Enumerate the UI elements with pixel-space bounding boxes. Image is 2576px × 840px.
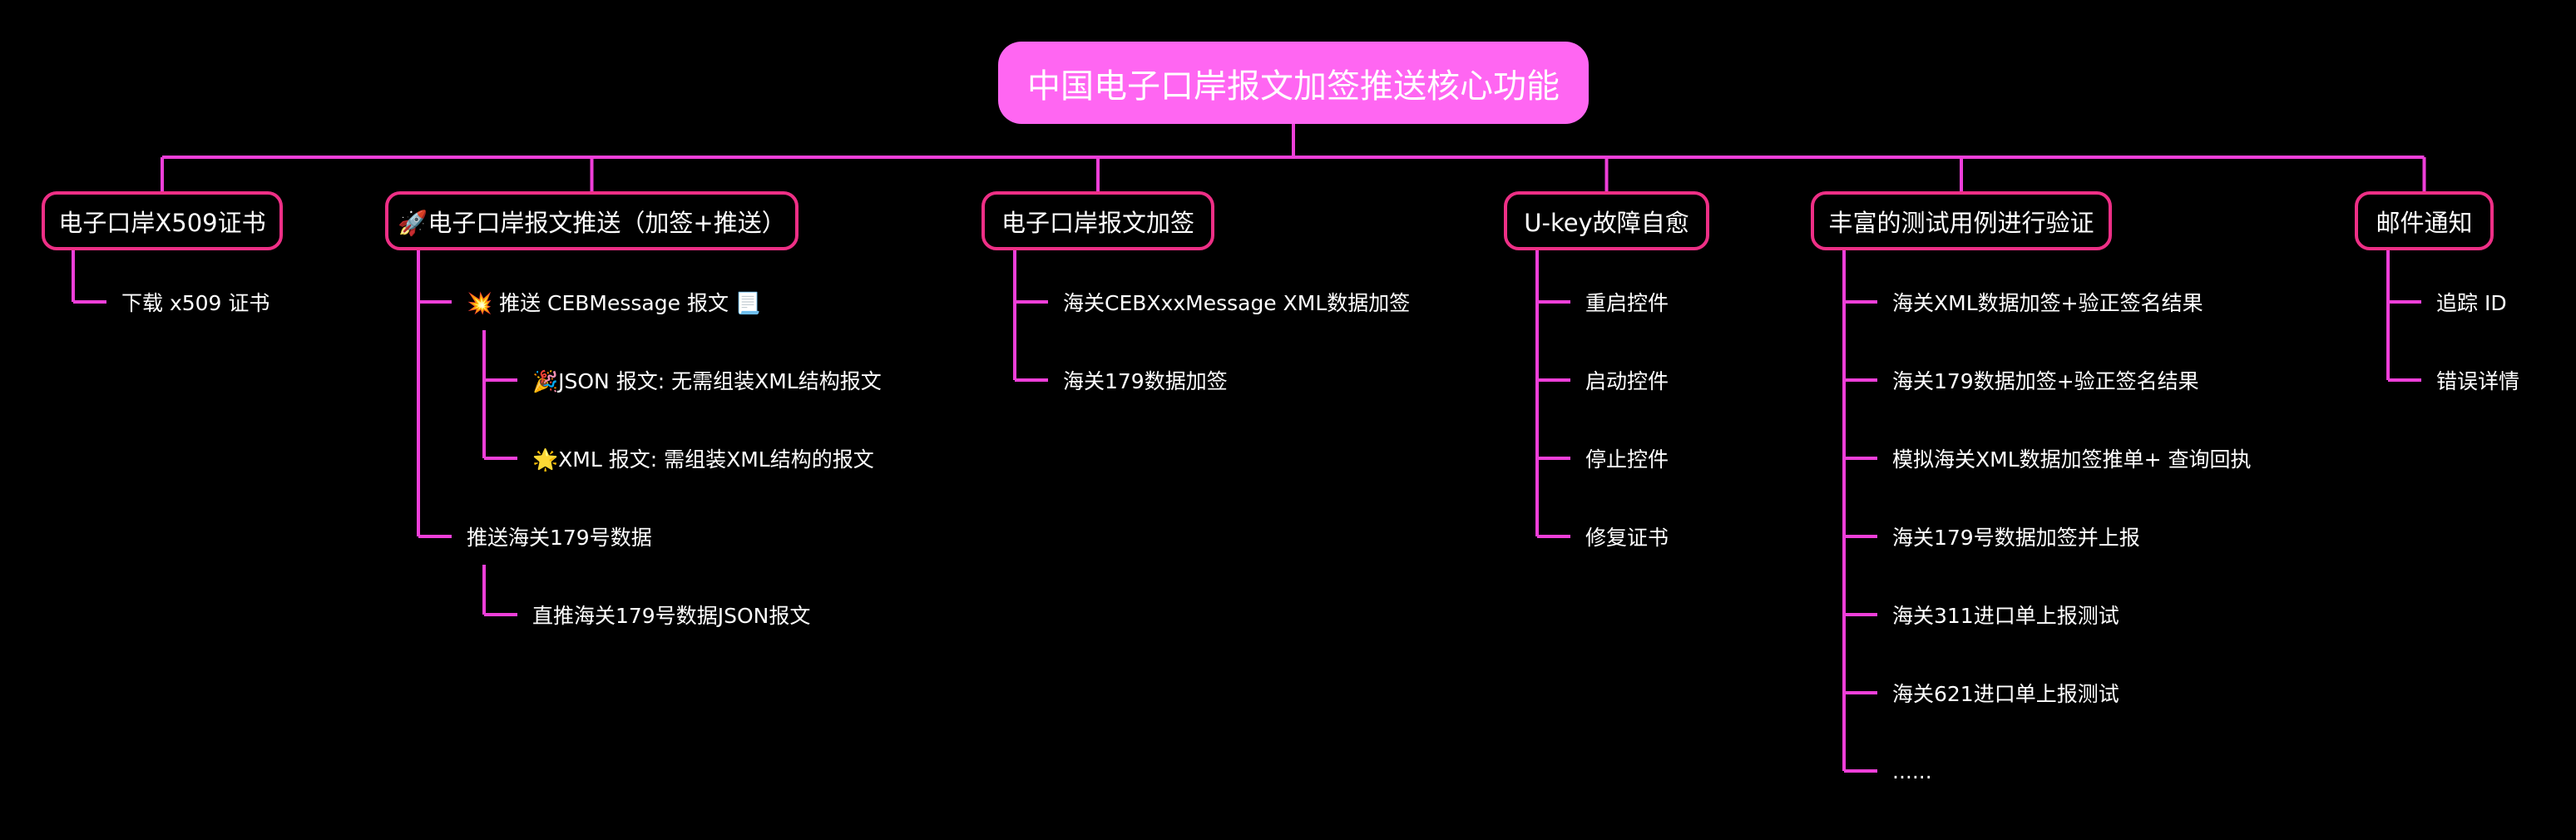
branch-node[interactable]: 丰富的测试用例进行验证 xyxy=(1811,191,2112,250)
branch-node[interactable]: 电子口岸X509证书 xyxy=(42,191,283,250)
child-node[interactable]: 重启控件 xyxy=(1585,291,1669,315)
child-node[interactable]: 追踪 ID xyxy=(2436,291,2507,315)
branch-node[interactable]: U-key故障自愈 xyxy=(1504,191,1709,250)
child-node[interactable]: 推送海关179号数据 xyxy=(467,526,652,550)
child-node[interactable]: 海关179号数据加签并上报 xyxy=(1892,526,2140,550)
child-node[interactable]: 海关CEBXxxMessage XML数据加签 xyxy=(1063,291,1411,315)
child-node[interactable]: 停止控件 xyxy=(1585,447,1669,472)
branch-node[interactable]: 🚀电子口岸报文推送（加签+推送） xyxy=(385,191,799,250)
child-node[interactable]: 修复证书 xyxy=(1585,526,1669,550)
child-node[interactable]: 启动控件 xyxy=(1585,369,1669,393)
child-node[interactable]: 错误详情 xyxy=(2436,369,2520,393)
child-node[interactable]: ...... xyxy=(1892,758,1932,783)
child-node[interactable]: 海关179数据加签 xyxy=(1063,369,1228,393)
child-node[interactable]: 下载 x509 证书 xyxy=(121,291,270,315)
child-node[interactable]: 海关311进口单上报测试 xyxy=(1892,604,2119,628)
child-node[interactable]: 海关621进口单上报测试 xyxy=(1892,682,2119,706)
child-node[interactable]: 模拟海关XML数据加签推单+ 查询回执 xyxy=(1892,447,2252,472)
child-node[interactable]: 💥 推送 CEBMessage 报文 📃 xyxy=(467,291,762,315)
grandchild-node[interactable]: 直推海关179号数据JSON报文 xyxy=(532,604,811,628)
grandchild-node[interactable]: 🎉JSON 报文: 无需组装XML结构报文 xyxy=(532,369,882,393)
branch-node[interactable]: 邮件通知 xyxy=(2355,191,2494,250)
grandchild-node[interactable]: 🌟XML 报文: 需组装XML结构的报文 xyxy=(532,447,874,472)
branch-node[interactable]: 电子口岸报文加签 xyxy=(981,191,1214,250)
child-node[interactable]: 海关XML数据加签+验正签名结果 xyxy=(1892,291,2203,315)
root-node[interactable]: 中国电子口岸报文加签推送核心功能 xyxy=(998,42,1589,124)
child-node[interactable]: 海关179数据加签+验正签名结果 xyxy=(1892,369,2199,393)
